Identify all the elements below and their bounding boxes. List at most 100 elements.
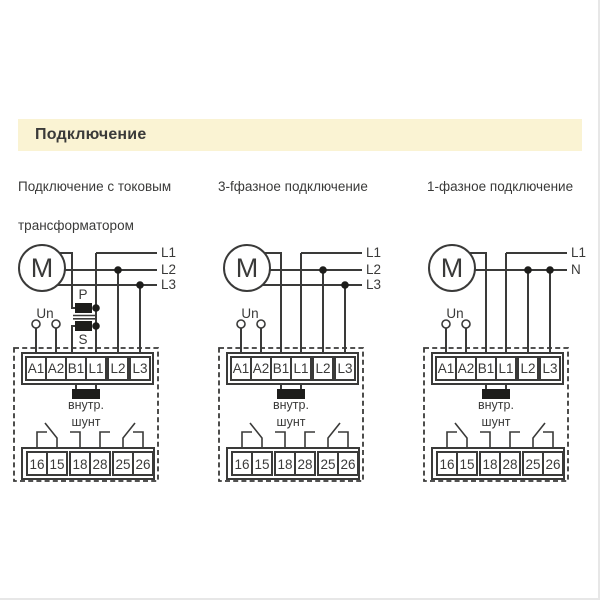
junction-dot bbox=[546, 266, 554, 274]
terminal-label: 26 bbox=[545, 457, 560, 472]
device-outline bbox=[218, 347, 364, 482]
column-title-line: 1-фазное подключение bbox=[427, 179, 574, 194]
page-edge-right bbox=[598, 0, 600, 600]
terminal-label: A2 bbox=[48, 361, 65, 376]
relay-contacts bbox=[446, 422, 554, 452]
terminal-box bbox=[312, 356, 334, 381]
device-outline bbox=[423, 347, 569, 482]
terminal-label: A1 bbox=[28, 361, 45, 376]
terminal-box bbox=[495, 356, 517, 381]
terminal-label: 16 bbox=[234, 457, 249, 472]
terminal-label: 18 bbox=[277, 457, 292, 472]
wire-path bbox=[240, 252, 362, 357]
terminal-box bbox=[499, 451, 521, 476]
terminal-label: 28 bbox=[92, 457, 107, 472]
phase-label: N bbox=[571, 262, 581, 277]
column-title-line: 3-fфазное подключение bbox=[218, 179, 368, 194]
terminal-label: 18 bbox=[72, 457, 87, 472]
terminal-label: 25 bbox=[115, 457, 130, 472]
diagram-single-phase: M L1 N Un A1 A2 B1 L1 L2 L3 внутр. шунт bbox=[423, 244, 586, 482]
junction-dot bbox=[92, 322, 100, 330]
terminal-box bbox=[542, 451, 564, 476]
terminal-label: 26 bbox=[135, 457, 150, 472]
terminal-label: 25 bbox=[525, 457, 540, 472]
motor-label: M bbox=[236, 253, 259, 283]
terminal-label: 28 bbox=[502, 457, 517, 472]
terminal-box bbox=[85, 356, 107, 381]
column-title-three-phase: 3-fфазное подключение bbox=[218, 177, 418, 197]
shunt-block bbox=[482, 389, 510, 399]
terminal-label: B1 bbox=[478, 361, 495, 376]
motor-label: M bbox=[31, 253, 54, 283]
un-terminal-circle bbox=[51, 319, 61, 329]
terminal-box bbox=[107, 356, 129, 381]
page-edge-bottom bbox=[0, 598, 600, 600]
terminal-label: 16 bbox=[439, 457, 454, 472]
terminal-box bbox=[539, 356, 561, 381]
un-label: Un bbox=[36, 306, 53, 321]
column-title-line: Подключение с токовым bbox=[18, 179, 172, 194]
motor-icon bbox=[18, 244, 66, 292]
terminal-label: 15 bbox=[459, 457, 474, 472]
phase-label: L1 bbox=[161, 245, 176, 260]
ct-core-lines bbox=[73, 314, 95, 320]
terminal-label: 15 bbox=[49, 457, 64, 472]
shunt-block bbox=[277, 389, 305, 399]
terminal-box bbox=[294, 451, 316, 476]
diagram-three-phase: M L1 L2 L3 Un A1 A2 B1 L1 L2 L3 внутр. ш… bbox=[218, 244, 381, 482]
relay-contacts bbox=[36, 422, 144, 452]
terminal-label: 26 bbox=[340, 457, 355, 472]
motor-icon bbox=[223, 244, 271, 292]
phase-label: L3 bbox=[161, 277, 176, 292]
junction-dot bbox=[319, 266, 327, 274]
terminal-label: 25 bbox=[320, 457, 335, 472]
motor-icon bbox=[428, 244, 476, 292]
shunt-caption: внутр. bbox=[478, 398, 514, 412]
ct-secondary-winding bbox=[75, 321, 92, 331]
un-terminal-circle bbox=[441, 319, 451, 329]
un-terminal-circle bbox=[236, 319, 246, 329]
ct-secondary-label: S bbox=[78, 332, 87, 347]
terminal-box bbox=[89, 451, 111, 476]
un-terminal-circle bbox=[31, 319, 41, 329]
terminal-label: B1 bbox=[273, 361, 290, 376]
section-title: Подключение bbox=[35, 126, 147, 143]
motor-label: M bbox=[441, 253, 464, 283]
shunt-caption: шунт bbox=[277, 415, 306, 429]
wire-path bbox=[445, 252, 567, 357]
terminal-box bbox=[129, 356, 151, 381]
terminal-label: 16 bbox=[29, 457, 44, 472]
column-title-single-phase: 1-фазное подключение bbox=[427, 177, 600, 197]
phase-label: L2 bbox=[366, 262, 381, 277]
ct-primary-label: P bbox=[78, 287, 87, 302]
terminal-label: L3 bbox=[542, 361, 557, 376]
terminal-label: L1 bbox=[88, 361, 103, 376]
terminal-box bbox=[290, 356, 312, 381]
phase-label: L3 bbox=[366, 277, 381, 292]
relay-contacts bbox=[241, 422, 349, 452]
shunt-block bbox=[72, 389, 100, 399]
terminal-label: A2 bbox=[458, 361, 475, 376]
terminal-label: L2 bbox=[110, 361, 125, 376]
terminal-label: L3 bbox=[337, 361, 352, 376]
section-header-band: Подключение bbox=[18, 119, 582, 151]
un-terminal-circle bbox=[461, 319, 471, 329]
diagram-current-transformer: M P S L1 L2 L3 Un A1 A2 B1 L1 L2 bbox=[13, 244, 176, 482]
terminal-label: B1 bbox=[68, 361, 85, 376]
terminal-box bbox=[337, 451, 359, 476]
shunt-caption: шунт bbox=[72, 415, 101, 429]
shunt-caption: шунт bbox=[482, 415, 511, 429]
phase-label: L1 bbox=[366, 245, 381, 260]
terminal-box bbox=[132, 451, 154, 476]
terminal-box bbox=[456, 451, 478, 476]
junction-dot bbox=[524, 266, 532, 274]
junction-dot bbox=[341, 281, 349, 289]
terminal-label: L1 bbox=[498, 361, 513, 376]
terminal-box bbox=[46, 451, 68, 476]
terminal-label: 28 bbox=[297, 457, 312, 472]
terminal-label: L2 bbox=[315, 361, 330, 376]
column-title-line: трансформатором bbox=[18, 218, 134, 233]
terminal-label: A2 bbox=[253, 361, 270, 376]
